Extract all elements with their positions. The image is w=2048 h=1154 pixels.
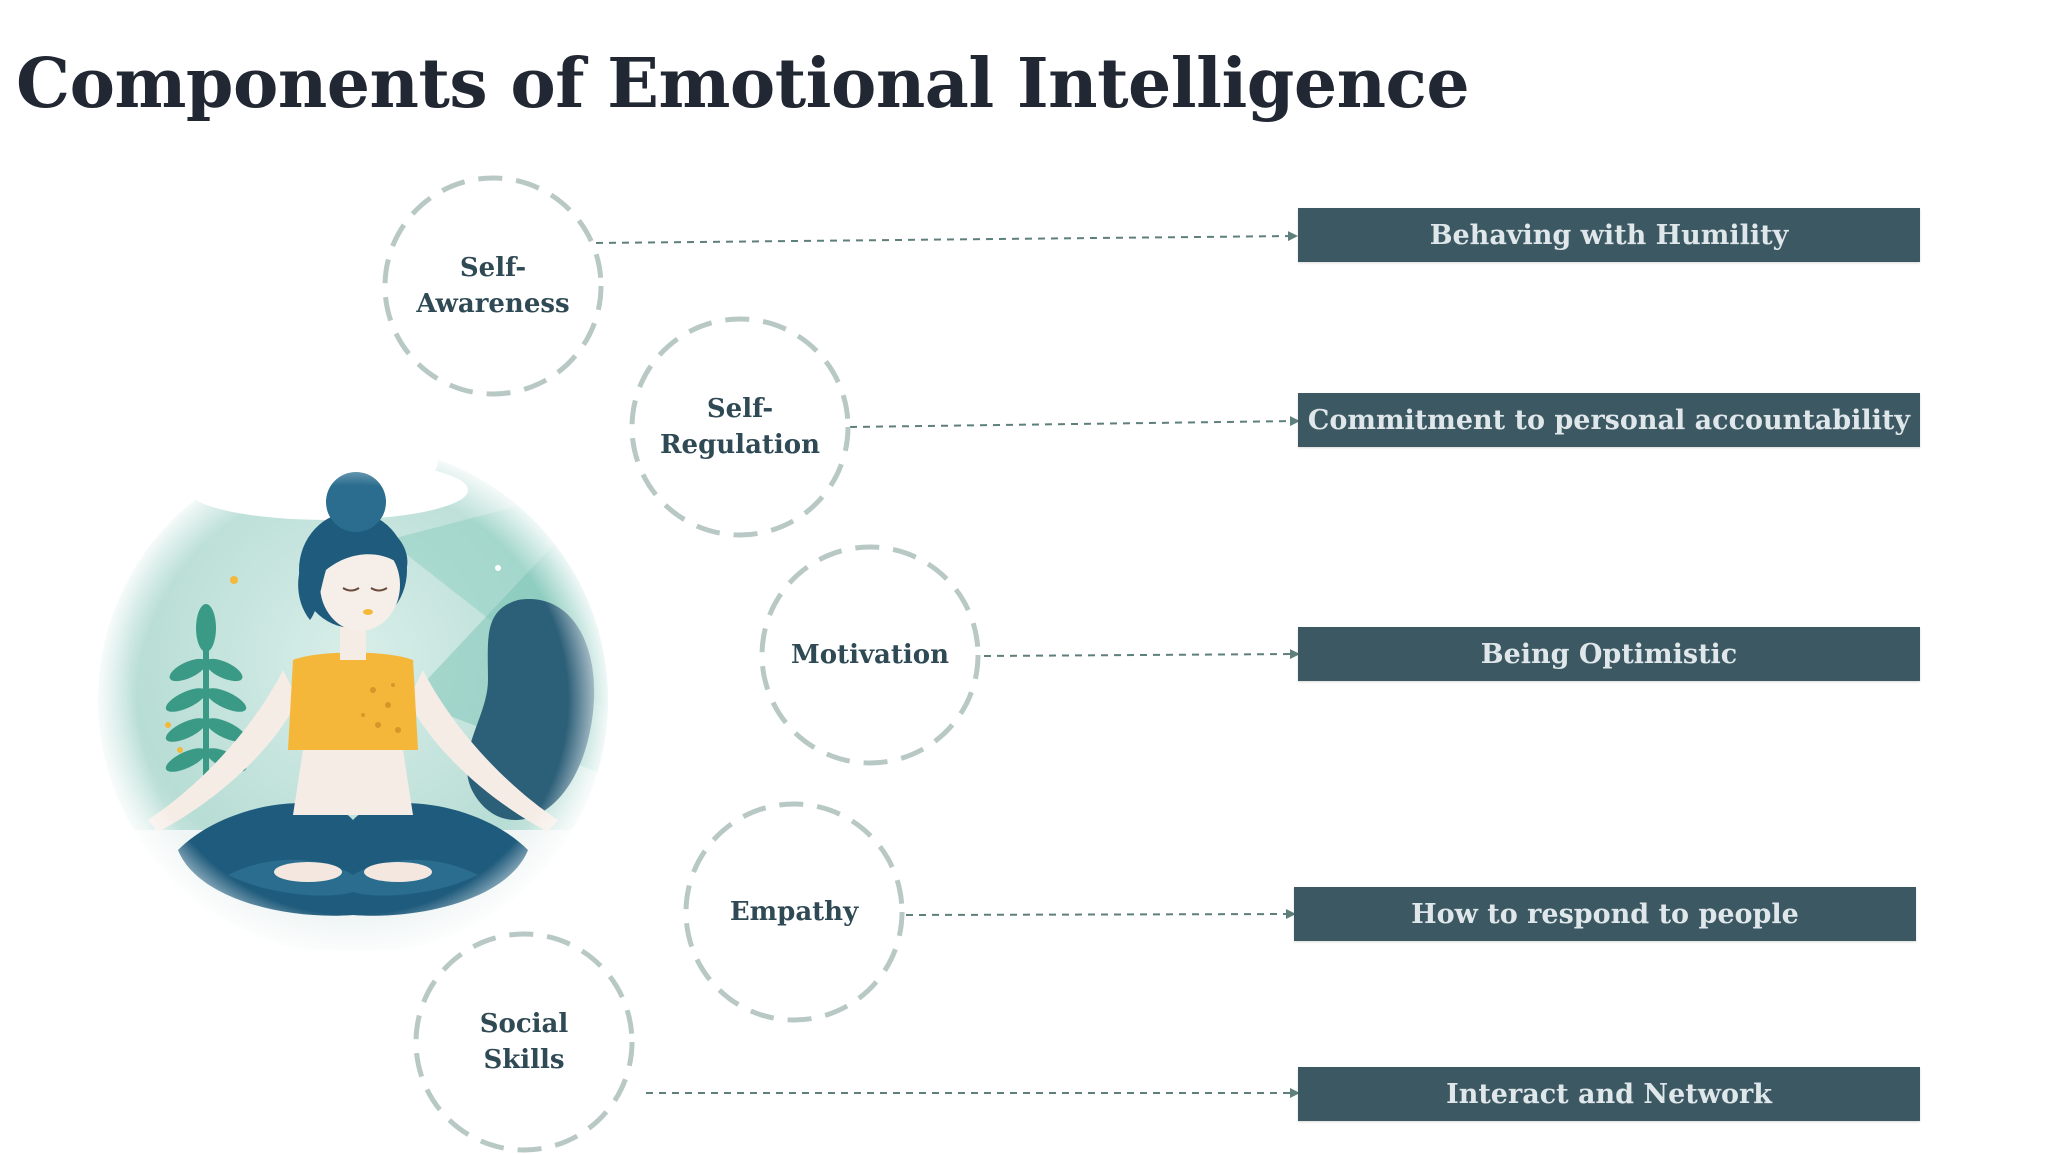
meditating-woman-illustration (98, 445, 608, 950)
node-empathy: Empathy (682, 800, 906, 1024)
node-social-skills: Social Skills (412, 930, 636, 1154)
outcome-box-optimistic: Being Optimistic (1298, 627, 1920, 681)
connector-self-awareness (595, 231, 1298, 244)
node-motivation: Motivation (758, 543, 982, 767)
node-label: Motivation (790, 640, 950, 670)
outcome-box-humility: Behaving with Humility (1298, 208, 1920, 262)
dashed-ring-icon (683, 801, 905, 1023)
slide-title: Components of Emotional Intelligence (16, 44, 1470, 124)
node-label: Self- Regulation (659, 394, 821, 460)
connector-self-regulation (849, 416, 1300, 428)
dashed-ring-icon (413, 931, 635, 1153)
outcome-box-accountability: Commitment to personal accountability (1298, 393, 1920, 447)
node-self-regulation: Self- Regulation (628, 315, 852, 539)
dashed-ring-icon (382, 175, 604, 397)
node-self-awareness: Self- Awareness (381, 174, 605, 398)
connector-empathy (905, 909, 1296, 920)
outcome-box-network: Interact and Network (1298, 1067, 1920, 1121)
connector-motivation (983, 649, 1300, 660)
dashed-ring-icon (629, 316, 851, 538)
node-label: Social Skills (479, 1009, 569, 1075)
outcome-box-respond: How to respond to people (1294, 887, 1916, 941)
node-label: Self- Awareness (416, 253, 570, 319)
dashed-ring-icon (759, 544, 981, 766)
node-label: Empathy (729, 897, 859, 927)
